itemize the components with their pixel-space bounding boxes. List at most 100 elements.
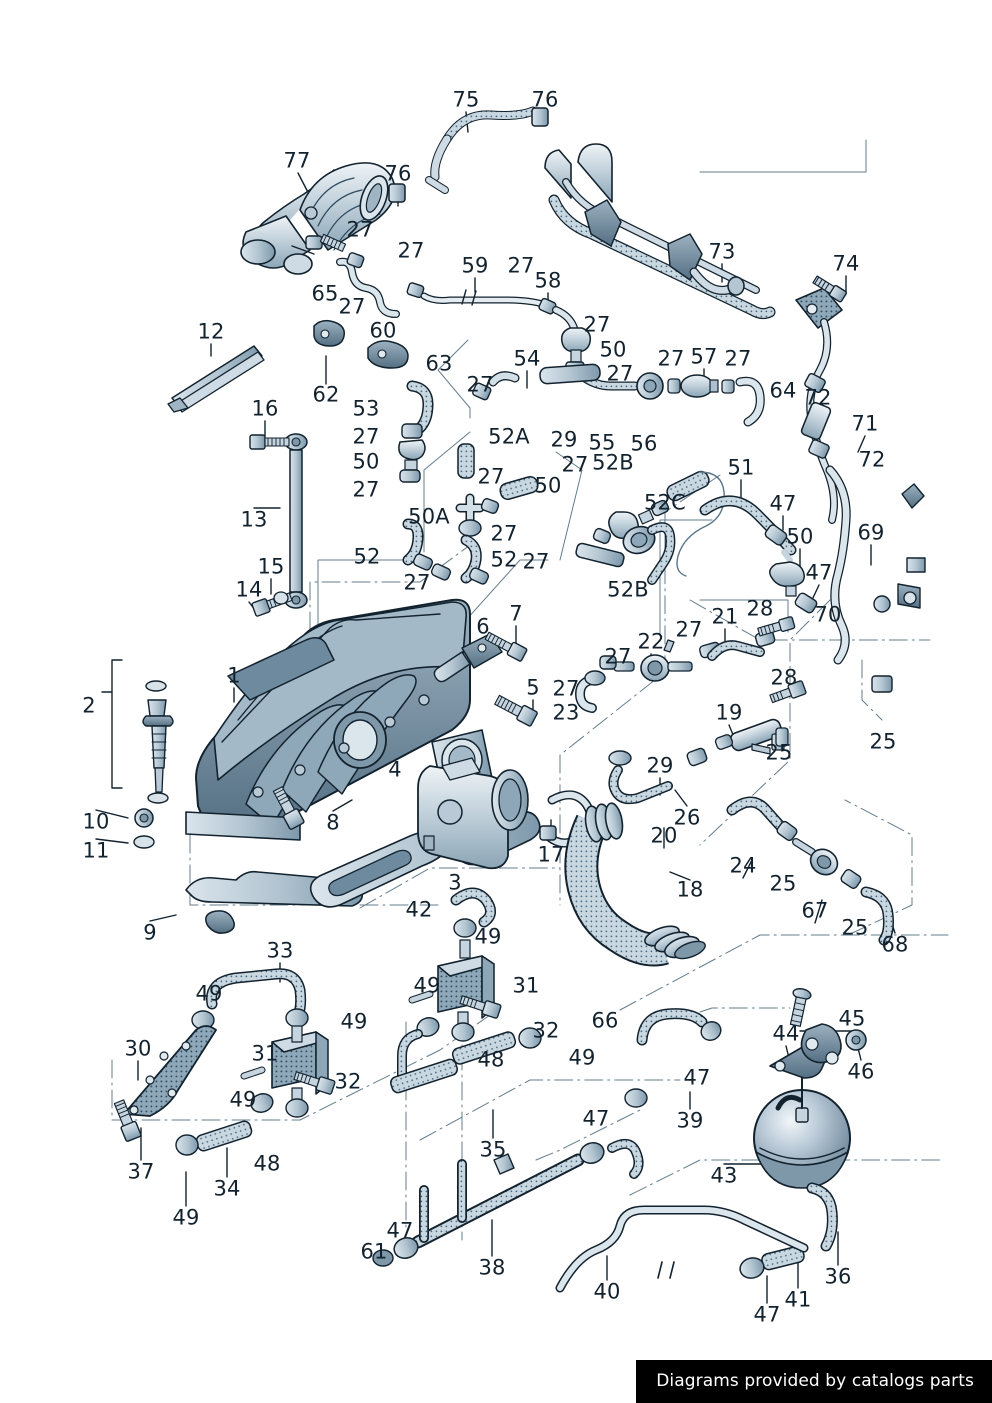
callout-39: 39 [676,1108,704,1133]
callout-47: 47 [805,560,833,585]
callout-52: 52 [490,547,518,572]
callout-21: 21 [711,604,739,629]
callout-12: 12 [197,319,225,344]
callout-34: 34 [213,1176,241,1201]
callout-2: 2 [82,693,96,718]
callout-27: 27 [338,294,366,319]
callout-27: 27 [606,361,634,386]
callout-50: 50 [786,524,814,549]
callout-27: 27 [477,464,505,489]
callout-52b: 52B [592,450,634,475]
callout-22: 22 [637,629,665,654]
callout-3: 3 [448,870,462,895]
callout-5: 5 [526,675,540,700]
callout-50: 50 [352,449,380,474]
watermark-banner: Diagrams provided by catalogs parts [636,1360,992,1403]
callout-25: 25 [769,871,797,896]
callout-40: 40 [593,1279,621,1304]
callout-8: 8 [326,810,340,835]
callout-50a: 50A [408,504,450,529]
callout-55: 55 [588,430,616,455]
callout-64: 64 [769,378,797,403]
callout-48: 48 [477,1047,505,1072]
callout-53: 53 [352,396,380,421]
callout-15: 15 [257,554,285,579]
callout-28: 28 [770,665,798,690]
callout-70: 70 [814,602,842,627]
callout-75: 75 [452,87,480,112]
callout-32: 32 [334,1069,362,1094]
callout-6: 6 [476,614,490,639]
callout-47: 47 [683,1065,711,1090]
callout-42: 42 [405,897,433,922]
callout-41: 41 [784,1287,812,1312]
callout-36: 36 [824,1264,852,1289]
callout-54: 54 [513,346,541,371]
callout-67: 67 [801,898,829,923]
callout-56: 56 [630,431,658,456]
callout-13: 13 [240,507,268,532]
callout-31: 31 [512,973,540,998]
callout-1: 1 [227,663,241,688]
callout-47: 47 [386,1218,414,1243]
callout-38: 38 [478,1255,506,1280]
callout-30: 30 [124,1036,152,1061]
callout-60: 60 [369,318,397,343]
callout-58: 58 [534,268,562,293]
callout-73: 73 [708,239,736,264]
callout-16: 16 [251,396,279,421]
callout-23: 23 [552,700,580,725]
callout-27: 27 [490,521,518,546]
callout-17: 17 [537,842,565,867]
callout-66: 66 [591,1008,619,1033]
callout-46: 46 [847,1059,875,1084]
callout-65: 65 [311,281,339,306]
callout-72: 72 [858,447,886,472]
callout-44: 44 [772,1021,800,1046]
callout-50: 50 [599,337,627,362]
callout-52b: 52B [607,577,649,602]
callout-63: 63 [425,351,453,376]
callout-47: 47 [753,1302,781,1327]
callout-28: 28 [746,596,774,621]
watermark-text: Diagrams provided by catalogs parts [656,1371,974,1391]
callout-52c: 52C [644,490,686,515]
callout-27: 27 [507,253,535,278]
callout-43: 43 [710,1163,738,1188]
callout-62: 62 [312,382,340,407]
callout-57: 57 [690,344,718,369]
callout-33: 33 [266,938,294,963]
callout-29: 29 [646,753,674,778]
callout-7: 7 [509,601,523,626]
callout-27: 27 [352,477,380,502]
callout-49: 49 [229,1087,257,1112]
callout-20: 20 [650,823,678,848]
callout-25: 25 [765,740,793,765]
callout-49: 49 [195,981,223,1006]
callout-27: 27 [522,549,550,574]
callout-35: 35 [479,1137,507,1162]
callout-49: 49 [172,1205,200,1230]
callout-77: 77 [283,148,311,173]
callout-76: 76 [384,161,412,186]
callout-27: 27 [346,217,374,242]
callout-49: 49 [568,1045,596,1070]
callout-27: 27 [657,346,685,371]
callout-27: 27 [724,346,752,371]
callout-52a: 52A [488,424,530,449]
callout-69: 69 [857,520,885,545]
callout-31: 31 [251,1041,279,1066]
callout-52: 52 [353,544,381,569]
callout-45: 45 [838,1006,866,1031]
callout-11: 11 [82,838,110,863]
callout-51: 51 [727,455,755,480]
callout-27: 27 [604,644,632,669]
callout-37: 37 [127,1159,155,1184]
callout-25: 25 [841,915,869,940]
callout-9: 9 [143,920,157,945]
callout-27: 27 [403,570,431,595]
callout-48: 48 [253,1151,281,1176]
callout-47: 47 [582,1106,610,1131]
